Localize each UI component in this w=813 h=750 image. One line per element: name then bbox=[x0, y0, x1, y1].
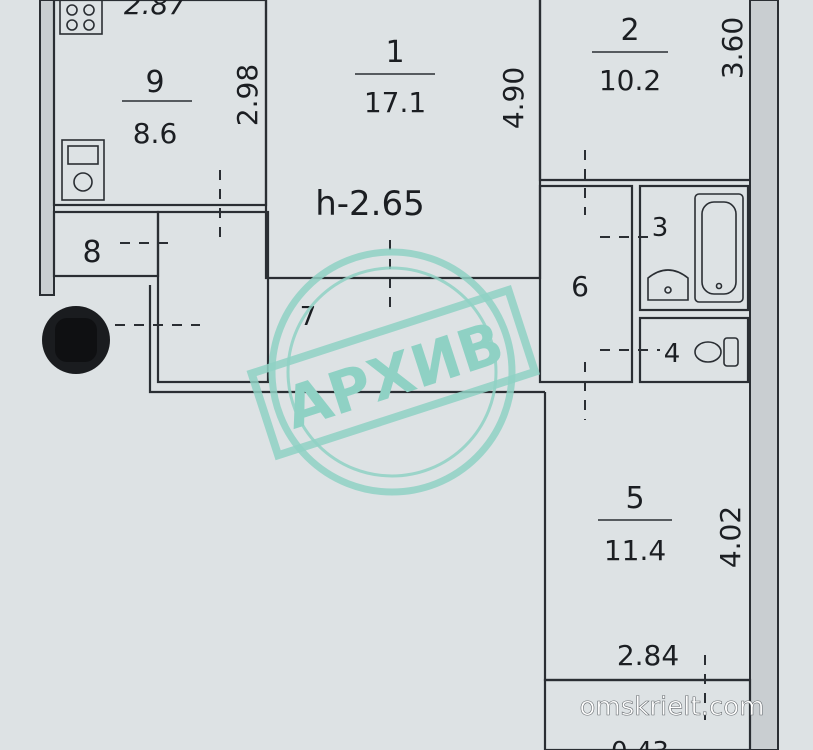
ceiling-height-label: h-2.65 bbox=[315, 184, 425, 224]
outer-wall-right bbox=[749, 0, 779, 750]
room-2-outline bbox=[538, 0, 750, 182]
room-number-6: 6 bbox=[571, 270, 589, 303]
dimension-label: 3.60 bbox=[716, 17, 749, 79]
balcony-outline bbox=[543, 678, 752, 750]
room-area: 8.6 bbox=[133, 117, 178, 150]
washbasin-icon bbox=[647, 269, 689, 301]
watermark-text: omskrielt.com bbox=[580, 692, 765, 722]
room-label-9: 9 8.6 bbox=[122, 65, 192, 150]
room-7-outline bbox=[156, 210, 270, 384]
stove-icon bbox=[59, 0, 103, 35]
room-label-2: 2 10.2 bbox=[592, 13, 668, 97]
corridor-wall bbox=[148, 285, 545, 394]
room-number: 1 bbox=[385, 35, 404, 70]
dimension-label: 2.84 bbox=[617, 639, 679, 672]
room-number-4: 4 bbox=[664, 339, 681, 369]
archive-stamp: АРХИВ bbox=[246, 248, 540, 496]
room-area: 11.4 bbox=[604, 534, 666, 567]
room-number: 5 bbox=[625, 481, 644, 516]
room-number-3: 3 bbox=[652, 213, 669, 243]
dimension-label: 2.98 bbox=[231, 64, 264, 126]
room-number-7: 7 bbox=[300, 302, 317, 332]
room-4-outline bbox=[638, 316, 750, 384]
dimension-label: 4.02 bbox=[714, 506, 747, 568]
outer-wall-left bbox=[39, 0, 55, 296]
toilet-icon bbox=[694, 337, 739, 367]
room-3-outline bbox=[638, 184, 750, 312]
dimension-label: 0.43 bbox=[611, 737, 669, 750]
room-number-8: 8 bbox=[82, 235, 101, 270]
room-number: 9 bbox=[145, 65, 164, 100]
riser-icon bbox=[42, 306, 110, 374]
room-number: 2 bbox=[620, 13, 639, 48]
room-area: 10.2 bbox=[599, 64, 661, 97]
dimension-label: 4.90 bbox=[497, 67, 530, 129]
bathtub-icon bbox=[694, 193, 744, 303]
dimension-label: 2.87 bbox=[124, 0, 187, 21]
sink-icon bbox=[61, 139, 105, 201]
room-label-1: 1 17.1 bbox=[355, 35, 435, 119]
room-label-5: 5 11.4 bbox=[598, 481, 672, 567]
room-area: 17.1 bbox=[364, 86, 426, 119]
